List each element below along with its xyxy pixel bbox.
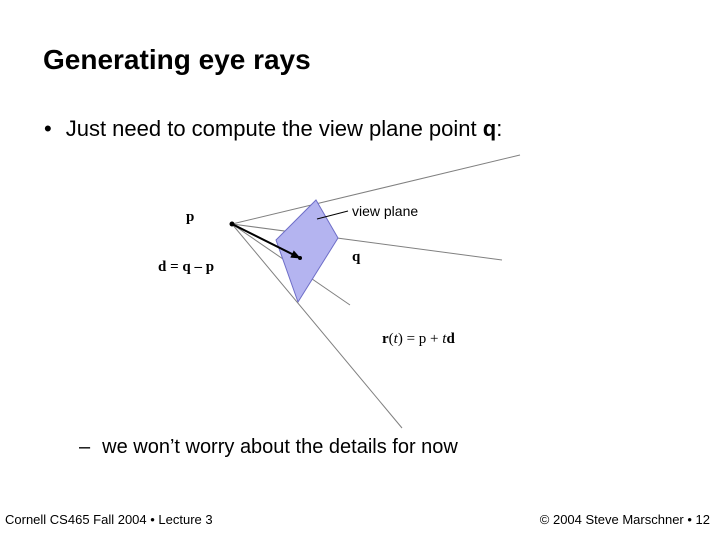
eq-t: t xyxy=(394,331,399,347)
bullet-symbol: • xyxy=(44,116,52,141)
ray-upper xyxy=(231,154,521,225)
footer-copyright: © 2004 Steve Marschner • 12 xyxy=(539,512,710,527)
label-d-eq: d = q – p xyxy=(158,259,214,275)
bullet-item: • Just need to compute the view plane poi… xyxy=(44,116,502,142)
bullet-text: Just need to compute the view plane poin… xyxy=(65,116,483,141)
sub-bullet-symbol: – xyxy=(79,436,91,458)
eq-d: d xyxy=(446,331,455,347)
direction-vector-arrow xyxy=(231,223,301,259)
label-p: p xyxy=(186,209,194,225)
view-plane-polygon xyxy=(275,199,339,304)
sub-bullet-text: we won’t worry about the details for now xyxy=(102,436,458,458)
bullet-bold-term: q xyxy=(482,116,497,141)
view-plane-leader xyxy=(316,210,349,220)
label-view-plane: view plane xyxy=(352,203,418,219)
slide-title: Generating eye rays xyxy=(43,44,311,75)
footer-course: Cornell CS465 Fall 2004 • Lecture 3 xyxy=(5,512,213,527)
bullet-colon: : xyxy=(496,116,503,141)
eq-open: ( xyxy=(389,331,394,347)
label-q: q xyxy=(352,249,361,265)
eq-r: r xyxy=(382,331,389,347)
ray-long xyxy=(231,223,403,429)
plane-point-q xyxy=(298,256,302,260)
label-ray-equation: r(t) = p + td xyxy=(382,331,455,347)
eq-t2: t xyxy=(442,331,447,347)
eq-mid: ) = p + xyxy=(398,331,442,347)
ray-middle xyxy=(231,223,503,261)
eye-point-p xyxy=(229,221,235,227)
sub-bullet-item: –we won’t worry about the details for no… xyxy=(79,436,458,459)
